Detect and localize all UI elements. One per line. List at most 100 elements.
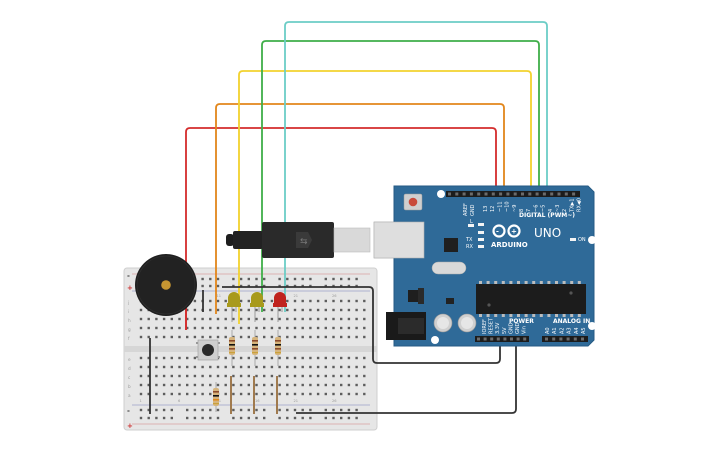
rail-hole[interactable]: [324, 284, 327, 288]
rail-hole[interactable]: [332, 408, 335, 412]
breadboard-hole[interactable]: [301, 326, 304, 330]
breadboard-hole[interactable]: [239, 299, 243, 303]
breadboard-hole[interactable]: [209, 317, 212, 321]
breadboard-hole[interactable]: [270, 326, 274, 330]
rail-hole[interactable]: [301, 277, 304, 281]
breadboard-hole[interactable]: [324, 335, 327, 339]
breadboard-hole[interactable]: [324, 317, 327, 321]
breadboard-hole[interactable]: [255, 308, 258, 312]
header-pin[interactable]: [535, 192, 539, 196]
breadboard-hole[interactable]: [209, 392, 212, 396]
breadboard-hole[interactable]: [139, 326, 143, 330]
rail-hole[interactable]: [347, 416, 351, 420]
breadboard-hole[interactable]: [309, 335, 312, 339]
breadboard-hole[interactable]: [278, 383, 281, 387]
breadboard-hole[interactable]: [340, 374, 343, 378]
breadboard-hole[interactable]: [147, 365, 150, 369]
breadboard-hole[interactable]: [201, 326, 204, 330]
rail-hole[interactable]: [278, 408, 281, 412]
breadboard-hole[interactable]: [286, 392, 289, 396]
breadboard-hole[interactable]: [355, 317, 358, 321]
breadboard-hole[interactable]: [155, 335, 158, 339]
rail-hole[interactable]: [309, 277, 312, 281]
rail-hole[interactable]: [170, 416, 173, 420]
breadboard-hole[interactable]: [255, 365, 258, 369]
breadboard-hole[interactable]: [309, 317, 312, 321]
breadboard-hole[interactable]: [232, 326, 235, 330]
rail-hole[interactable]: [332, 277, 335, 281]
breadboard-hole[interactable]: [170, 326, 173, 330]
breadboard-hole[interactable]: [255, 374, 258, 378]
rail-hole[interactable]: [193, 408, 197, 412]
header-pin[interactable]: [564, 192, 568, 196]
breadboard-hole[interactable]: [286, 383, 289, 387]
rail-hole[interactable]: [293, 277, 297, 281]
header-pin[interactable]: [566, 337, 570, 341]
breadboard-hole[interactable]: [178, 356, 181, 360]
rail-hole[interactable]: [309, 408, 312, 412]
breadboard-hole[interactable]: [332, 356, 335, 360]
header-pin[interactable]: [483, 337, 487, 341]
header-pin[interactable]: [572, 192, 576, 196]
rail-hole[interactable]: [201, 416, 204, 420]
rail-hole[interactable]: [209, 284, 212, 288]
breadboard-hole[interactable]: [255, 356, 258, 360]
breadboard-hole[interactable]: [293, 374, 297, 378]
breadboard-hole[interactable]: [255, 335, 258, 339]
breadboard-hole[interactable]: [286, 374, 289, 378]
breadboard-hole[interactable]: [247, 392, 250, 396]
breadboard-hole[interactable]: [139, 356, 143, 360]
breadboard-hole[interactable]: [355, 308, 358, 312]
breadboard-hole[interactable]: [155, 365, 158, 369]
breadboard-hole[interactable]: [340, 392, 343, 396]
breadboard-hole[interactable]: [263, 335, 266, 339]
breadboard-hole[interactable]: [324, 374, 327, 378]
breadboard-hole[interactable]: [216, 299, 220, 303]
breadboard-hole[interactable]: [247, 326, 250, 330]
breadboard-hole[interactable]: [209, 374, 212, 378]
breadboard-hole[interactable]: [347, 299, 351, 303]
header-pin[interactable]: [521, 192, 524, 196]
breadboard-hole[interactable]: [247, 299, 250, 303]
rail-hole[interactable]: [324, 408, 327, 412]
breadboard-hole[interactable]: [147, 317, 150, 321]
breadboard-hole[interactable]: [201, 383, 204, 387]
breadboard-hole[interactable]: [139, 335, 143, 339]
breadboard-hole[interactable]: [162, 326, 166, 330]
breadboard-hole[interactable]: [155, 392, 158, 396]
rail-hole[interactable]: [355, 277, 358, 281]
breadboard-hole[interactable]: [309, 308, 312, 312]
breadboard-hole[interactable]: [224, 335, 227, 339]
breadboard-hole[interactable]: [263, 365, 266, 369]
breadboard-hole[interactable]: [263, 326, 266, 330]
wire-yellow[interactable]: [238, 70, 532, 324]
breadboard-hole[interactable]: [355, 299, 358, 303]
breadboard-hole[interactable]: [347, 392, 351, 396]
breadboard-hole[interactable]: [247, 317, 250, 321]
header-pin[interactable]: [506, 192, 510, 196]
breadboard-hole[interactable]: [347, 326, 351, 330]
rail-hole[interactable]: [201, 408, 204, 412]
breadboard-hole[interactable]: [170, 356, 173, 360]
breadboard-hole[interactable]: [147, 374, 150, 378]
breadboard-hole[interactable]: [363, 299, 366, 303]
rail-hole[interactable]: [301, 284, 304, 288]
breadboard-hole[interactable]: [316, 356, 320, 360]
rail-hole[interactable]: [347, 408, 351, 412]
header-pin[interactable]: [510, 337, 513, 341]
breadboard-hole[interactable]: [186, 326, 189, 330]
breadboard-hole[interactable]: [347, 374, 351, 378]
breadboard-hole[interactable]: [232, 356, 235, 360]
breadboard-hole[interactable]: [178, 383, 181, 387]
breadboard-hole[interactable]: [347, 356, 351, 360]
wire-black-5v-bottom[interactable]: [296, 338, 517, 414]
rail-hole[interactable]: [216, 416, 220, 420]
rail-hole[interactable]: [255, 416, 258, 420]
breadboard-hole[interactable]: [324, 392, 327, 396]
reset-button[interactable]: [408, 197, 418, 207]
breadboard-hole[interactable]: [232, 308, 235, 312]
breadboard-hole[interactable]: [301, 356, 304, 360]
breadboard-hole[interactable]: [155, 326, 158, 330]
breadboard-hole[interactable]: [239, 317, 243, 321]
